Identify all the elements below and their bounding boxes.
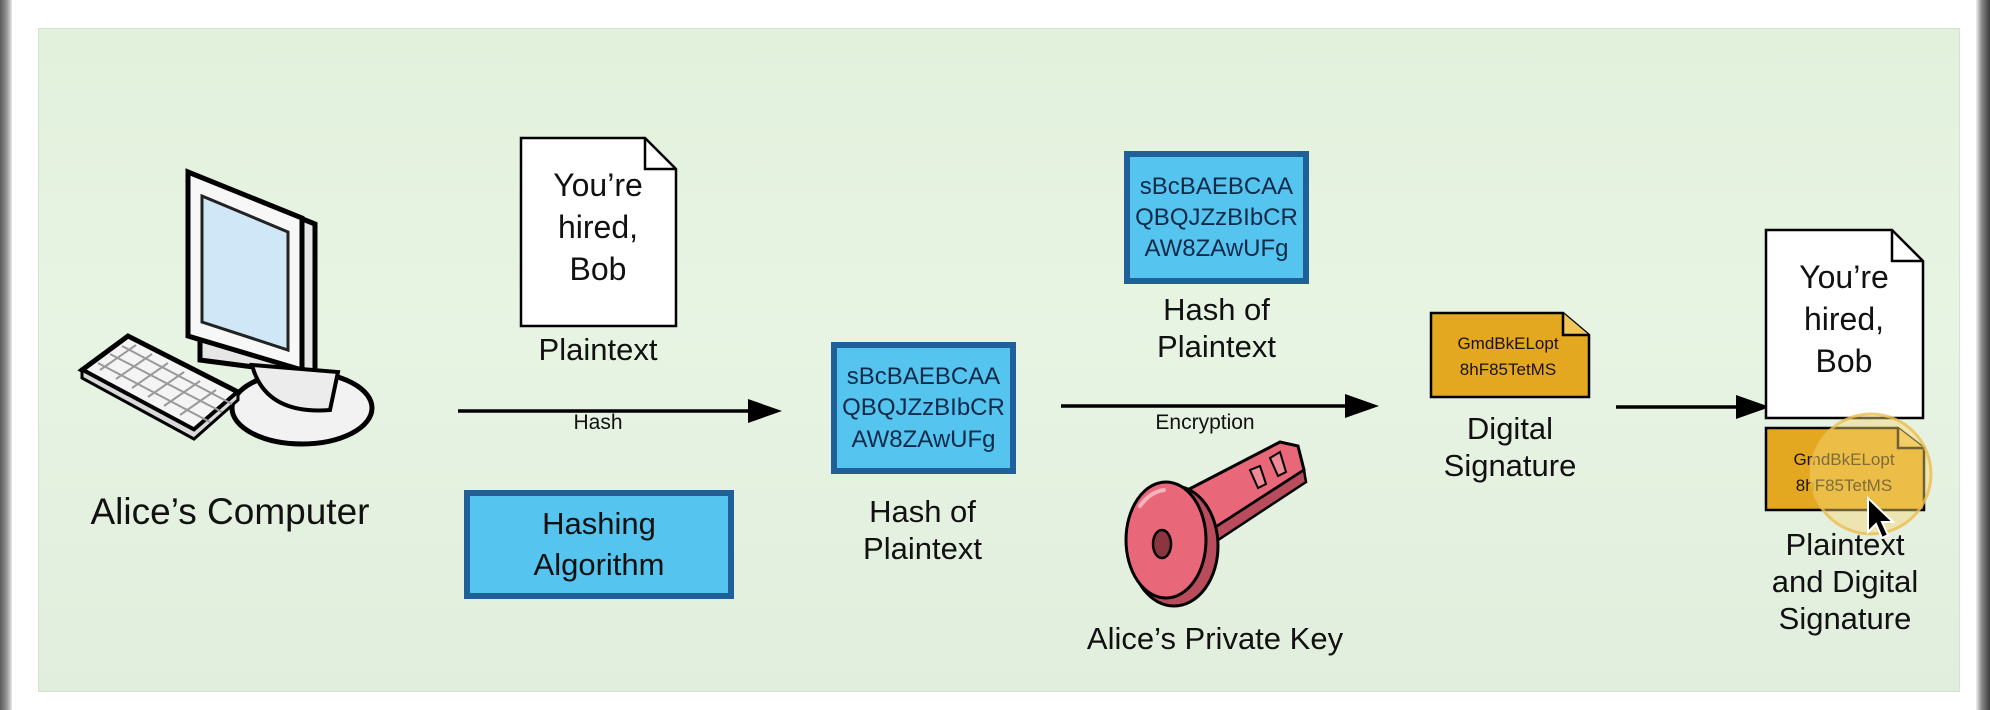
final-arrow — [1616, 395, 1770, 419]
window-edge-left — [0, 0, 12, 710]
plaintext-label: Plaintext — [538, 332, 658, 367]
hash-arrow-label: Hash — [573, 411, 623, 434]
final-document-text: You’re hired, Bob — [1799, 259, 1889, 380]
document-icon — [519, 136, 678, 328]
signature-value-text: GmdBkELopt 8hF85TetMS — [1457, 334, 1559, 379]
encryption-arrow-label: Encryption — [1155, 411, 1255, 434]
mouse-cursor-icon — [1809, 412, 1933, 540]
encrypted-hash-label: Hash of Plaintext — [1157, 292, 1276, 365]
hash-value-box: sBcBAEBCAA QBQJZzBIbCR AW8ZAwUFg — [831, 342, 1016, 474]
final-signature-value-text: GmdBkELopt 8hF85TetMS — [1766, 447, 1922, 498]
private-key-label: Alice’s Private Key — [1086, 621, 1344, 656]
encrypted-hash-value-box: sBcBAEBCAA QBQJZzBIbCR AW8ZAwUFg — [1124, 151, 1309, 284]
encryption-arrow — [1061, 394, 1379, 418]
signature-note-icon — [1429, 311, 1591, 399]
plaintext-document-text: You’re hired, Bob — [553, 167, 643, 288]
key-icon — [1124, 440, 1308, 608]
window-edge-right — [1976, 0, 1990, 710]
final-label: Plaintext and Digital Signature — [1771, 527, 1919, 637]
computer-icon — [77, 168, 375, 447]
hashing-algorithm-box: Hashing Algorithm — [464, 490, 734, 599]
final-signature-note-icon — [1764, 426, 1926, 512]
final-document-icon — [1764, 228, 1925, 420]
computer-label: Alice’s Computer — [90, 491, 370, 532]
hash-arrow — [458, 399, 782, 423]
signature-label: Digital Signature — [1443, 411, 1577, 484]
hash-label: Hash of Plaintext — [863, 494, 982, 567]
